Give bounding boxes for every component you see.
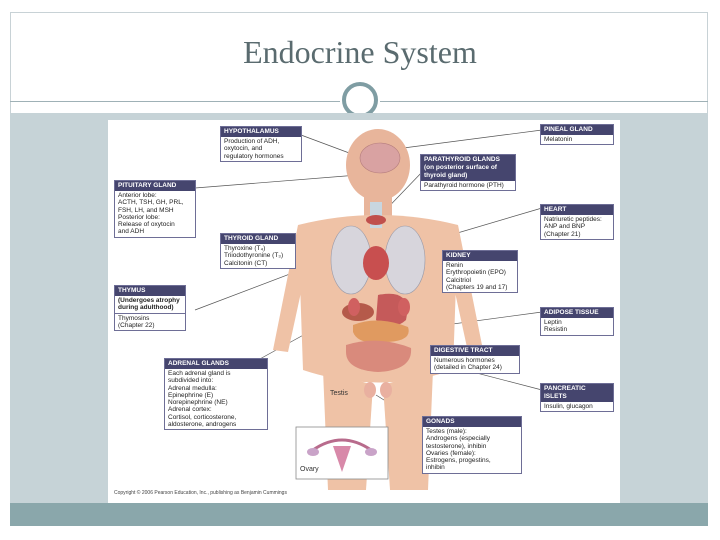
kidney-body: Renin Erythropoietin (EPO) Calcitriol (C… <box>446 262 508 291</box>
adrenal-box: ADRENAL GLANDS Each adrenal gland is sub… <box>164 358 268 431</box>
kidney-title: KIDNEY <box>443 251 517 261</box>
thyroid-body: Thyroxine (T₄) Triiodothyronine (T₃) Cal… <box>224 245 284 267</box>
thymus-body: Thymosins (Chapter 22) <box>115 312 185 331</box>
gonads-body: Testes (male): Androgens (especially tes… <box>426 428 491 472</box>
endocrine-diagram: HYPOTHALAMUS Production of ADH, oxytocin… <box>108 120 620 503</box>
adipose-title: ADIPOSE TISSUE <box>541 308 613 318</box>
gonads-title: GONADS <box>423 417 521 427</box>
pituitary-title: PITUITARY GLAND <box>115 181 195 191</box>
body-figure <box>273 129 483 490</box>
pancreatic-islets-title: PANCREATIC ISLETS <box>541 384 613 402</box>
thymus-box: THYMUS (Undergoes atrophy during adultho… <box>114 285 186 332</box>
body-illustration <box>194 129 543 490</box>
title-rule-right <box>380 101 708 102</box>
pineal-body: Melatonin <box>544 136 573 143</box>
adrenal-title: ADRENAL GLANDS <box>165 359 267 369</box>
parathyroid-title: PARATHYROID GLANDS (on posterior surface… <box>421 155 515 181</box>
adrenal-body: Each adrenal gland is subdivided into: A… <box>168 370 237 429</box>
testis-label: Testis <box>330 390 348 397</box>
adipose-body: Leptin Resistin <box>544 319 568 334</box>
heart-title: HEART <box>541 205 613 215</box>
pancreatic-islets-body: Insulin, glucagon <box>544 403 593 410</box>
parathyroid-body: Parathyroid hormone (PTH) <box>424 182 504 189</box>
thymus-subtitle: (Undergoes atrophy during adulthood) <box>118 297 180 312</box>
kidney-box: KIDNEY Renin Erythropoietin (EPO) Calcit… <box>442 250 518 294</box>
bottom-bar <box>10 503 708 526</box>
ovary-label: Ovary <box>300 466 319 473</box>
slide-title: Endocrine System <box>243 34 477 70</box>
pituitary-body: Anterior lobe: ACTH, TSH, GH, PRL, FSH, … <box>118 192 184 236</box>
pituitary-box: PITUITARY GLAND Anterior lobe: ACTH, TSH… <box>114 180 196 238</box>
hypothalamus-title: HYPOTHALAMUS <box>221 127 301 137</box>
thymus-title: THYMUS <box>115 286 185 296</box>
pineal-title: PINEAL GLAND <box>541 125 613 135</box>
hypothalamus-body: Production of ADH, oxytocin, and regulat… <box>224 138 284 160</box>
adipose-box: ADIPOSE TISSUE Leptin Resistin <box>540 307 614 336</box>
hypothalamus-box: HYPOTHALAMUS Production of ADH, oxytocin… <box>220 126 302 162</box>
thyroid-title: THYROID GLAND <box>221 234 295 244</box>
ovary-inset <box>295 426 389 480</box>
pancreatic-islets-box: PANCREATIC ISLETS Insulin, glucagon <box>540 383 614 413</box>
digestive-title: DIGESTIVE TRACT <box>431 346 519 356</box>
copyright-notice: Copyright © 2006 Pearson Education, Inc.… <box>114 490 287 496</box>
title-rule-left <box>10 101 340 102</box>
gonads-box: GONADS Testes (male): Androgens (especia… <box>422 416 522 474</box>
digestive-body: Numerous hormones (detailed in Chapter 2… <box>434 357 502 372</box>
digestive-box: DIGESTIVE TRACT Numerous hormones (detai… <box>430 345 520 374</box>
heart-box: HEART Natriuretic peptides: ANP and BNP … <box>540 204 614 240</box>
parathyroid-box: PARATHYROID GLANDS (on posterior surface… <box>420 154 516 192</box>
pineal-box: PINEAL GLAND Melatonin <box>540 124 614 146</box>
heart-body: Natriuretic peptides: ANP and BNP (Chapt… <box>544 216 602 238</box>
thyroid-box: THYROID GLAND Thyroxine (T₄) Triiodothyr… <box>220 233 296 269</box>
